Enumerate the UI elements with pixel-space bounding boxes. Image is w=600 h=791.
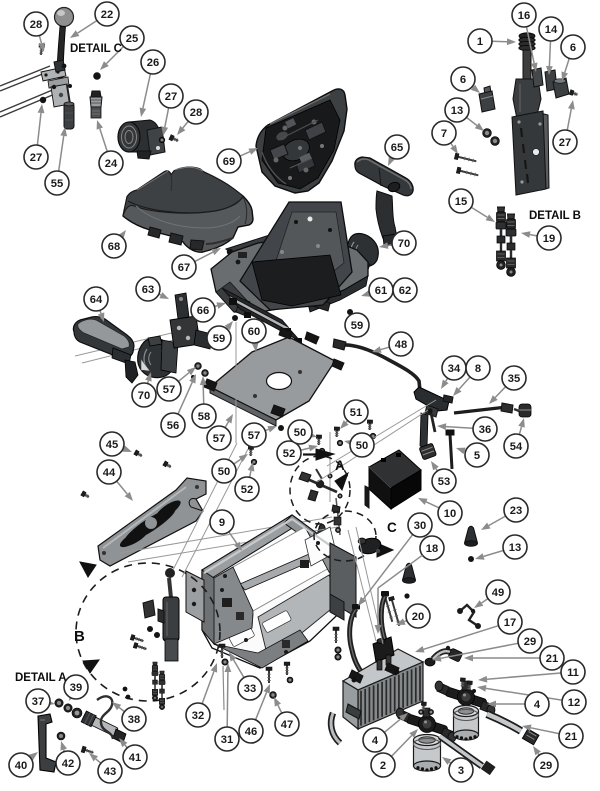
svg-text:18: 18: [426, 543, 438, 555]
svg-text:61: 61: [375, 285, 387, 297]
svg-text:62: 62: [399, 285, 411, 297]
svg-text:59: 59: [351, 320, 363, 332]
svg-text:27: 27: [30, 152, 42, 164]
svg-text:51: 51: [350, 407, 362, 419]
svg-text:DETAIL B: DETAIL B: [529, 210, 581, 222]
svg-text:54: 54: [510, 441, 523, 453]
svg-text:1: 1: [477, 36, 483, 48]
svg-text:53: 53: [438, 476, 450, 488]
svg-text:63: 63: [142, 284, 154, 296]
svg-text:57: 57: [163, 384, 175, 396]
svg-text:44: 44: [103, 467, 116, 479]
svg-text:20: 20: [412, 611, 424, 623]
svg-text:13: 13: [509, 542, 521, 554]
svg-text:4: 4: [534, 699, 541, 711]
svg-text:52: 52: [283, 448, 295, 460]
svg-text:22: 22: [101, 9, 113, 21]
svg-text:13: 13: [451, 105, 463, 117]
svg-text:36: 36: [479, 424, 491, 436]
svg-text:30: 30: [414, 520, 426, 532]
svg-text:23: 23: [510, 505, 522, 517]
svg-text:16: 16: [518, 10, 530, 22]
svg-text:57: 57: [248, 430, 260, 442]
svg-text:34: 34: [448, 363, 461, 375]
svg-text:47: 47: [281, 719, 293, 731]
svg-text:43: 43: [104, 766, 116, 778]
svg-text:A: A: [335, 458, 345, 473]
svg-text:57: 57: [213, 433, 225, 445]
svg-text:67: 67: [178, 262, 190, 274]
svg-text:32: 32: [192, 710, 204, 722]
svg-text:8: 8: [475, 363, 481, 375]
svg-text:70: 70: [138, 390, 150, 402]
svg-text:39: 39: [70, 682, 82, 694]
svg-text:2: 2: [380, 760, 386, 772]
svg-text:12: 12: [568, 697, 580, 709]
svg-text:29: 29: [524, 636, 536, 648]
svg-text:29: 29: [540, 760, 552, 772]
svg-text:3: 3: [458, 765, 464, 777]
svg-text:40: 40: [15, 760, 27, 772]
svg-text:6: 6: [460, 74, 466, 86]
svg-text:7: 7: [441, 128, 447, 140]
svg-text:65: 65: [391, 142, 403, 154]
svg-text:56: 56: [167, 420, 179, 432]
svg-text:45: 45: [106, 439, 118, 451]
svg-text:60: 60: [248, 326, 260, 338]
svg-text:21: 21: [565, 731, 577, 743]
svg-text:33: 33: [244, 683, 256, 695]
svg-text:26: 26: [147, 57, 159, 69]
svg-text:70: 70: [398, 238, 410, 250]
svg-text:4: 4: [372, 735, 379, 747]
svg-text:15: 15: [455, 196, 467, 208]
svg-text:DETAIL A: DETAIL A: [15, 672, 67, 684]
svg-text:21: 21: [546, 653, 558, 665]
svg-text:9: 9: [219, 517, 225, 529]
svg-text:31: 31: [221, 734, 233, 746]
svg-text:38: 38: [128, 714, 140, 726]
svg-text:10: 10: [444, 508, 456, 520]
svg-text:C: C: [387, 520, 397, 535]
svg-text:35: 35: [508, 373, 520, 385]
svg-text:B: B: [74, 628, 85, 645]
svg-text:6: 6: [570, 42, 576, 54]
svg-text:DETAIL C: DETAIL C: [70, 43, 122, 55]
svg-text:66: 66: [197, 305, 209, 317]
svg-text:59: 59: [213, 333, 225, 345]
svg-text:50: 50: [356, 440, 368, 452]
svg-text:17: 17: [504, 617, 516, 629]
svg-text:55: 55: [51, 178, 63, 190]
svg-text:49: 49: [492, 587, 504, 599]
svg-text:37: 37: [32, 696, 44, 708]
svg-text:64: 64: [90, 294, 103, 306]
svg-text:27: 27: [559, 137, 571, 149]
svg-text:46: 46: [245, 726, 257, 738]
svg-text:69: 69: [223, 156, 235, 168]
svg-text:11: 11: [567, 667, 579, 679]
svg-text:68: 68: [108, 241, 120, 253]
svg-text:25: 25: [126, 33, 138, 45]
svg-text:28: 28: [190, 107, 202, 119]
svg-text:5: 5: [474, 450, 480, 462]
svg-text:50: 50: [294, 427, 306, 439]
svg-text:52: 52: [241, 484, 253, 496]
svg-text:19: 19: [543, 233, 555, 245]
svg-text:48: 48: [395, 339, 407, 351]
svg-text:24: 24: [105, 158, 118, 170]
svg-text:28: 28: [30, 19, 42, 31]
svg-text:27: 27: [165, 91, 177, 103]
svg-text:41: 41: [129, 752, 141, 764]
svg-text:14: 14: [545, 24, 558, 36]
svg-text:50: 50: [218, 466, 230, 478]
svg-text:42: 42: [62, 758, 74, 770]
svg-text:58: 58: [198, 411, 210, 423]
